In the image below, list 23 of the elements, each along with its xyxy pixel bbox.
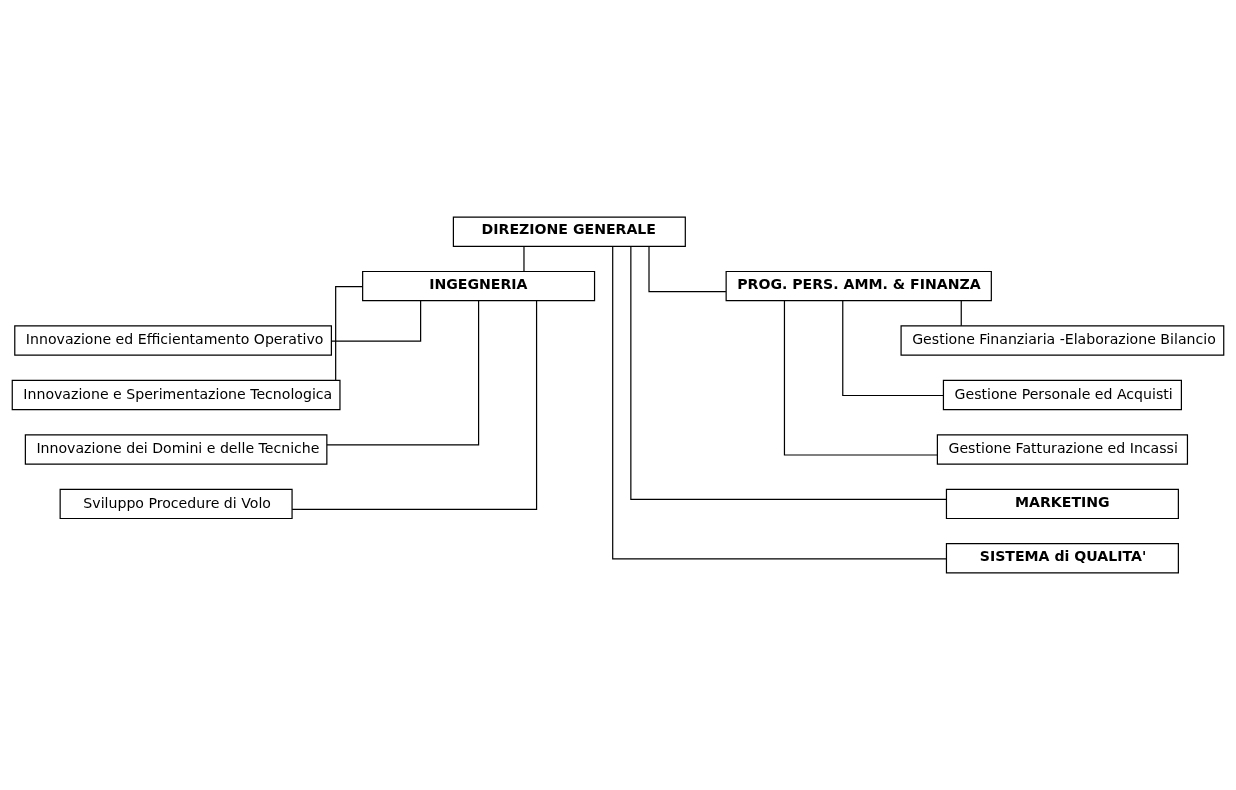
connector bbox=[326, 300, 480, 446]
connector bbox=[783, 300, 938, 456]
node-box: PROG. PERS. AMM. & FINANZA bbox=[725, 270, 992, 302]
node-box: Gestione Finanziaria -Elaborazione Bilancio bbox=[900, 325, 1225, 356]
connector bbox=[331, 300, 422, 342]
connector bbox=[523, 245, 525, 272]
connector bbox=[612, 245, 947, 560]
node-box: Innovazione dei Domini e delle Tecniche bbox=[24, 434, 328, 465]
node-box: Gestione Fatturazione ed Incassi bbox=[936, 434, 1189, 465]
connector bbox=[630, 245, 947, 500]
connector bbox=[960, 300, 962, 327]
node-box: DIREZIONE GENERALE bbox=[452, 216, 686, 247]
node-box: MARKETING bbox=[945, 488, 1179, 520]
node-box: INGEGNERIA bbox=[362, 270, 596, 302]
node-box: Gestione Personale ed Acquisti bbox=[942, 379, 1182, 411]
connector bbox=[291, 300, 538, 511]
node-box: Innovazione e Sperimentazione Tecnologica bbox=[11, 379, 341, 411]
connector bbox=[335, 286, 364, 381]
connector bbox=[648, 245, 727, 293]
connector bbox=[842, 300, 944, 397]
node-box: SISTEMA di QUALITA' bbox=[945, 543, 1179, 574]
node-box: Innovazione ed Efficientamento Operativo bbox=[14, 325, 332, 356]
node-box: Sviluppo Procedure di Volo bbox=[59, 488, 293, 520]
